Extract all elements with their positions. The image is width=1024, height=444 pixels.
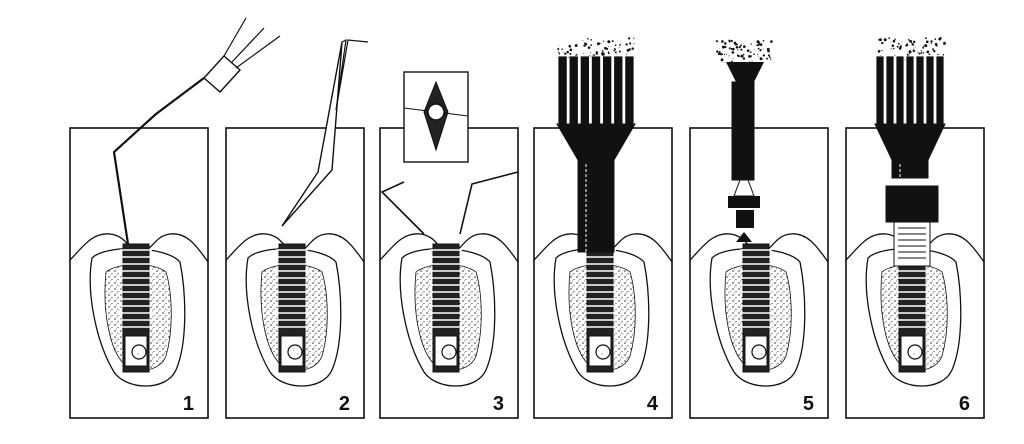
panel-number: 5: [803, 393, 814, 415]
panel-number: 4: [647, 393, 659, 415]
brush-bristle-column: [558, 56, 567, 124]
panel-5: 5: [690, 40, 828, 418]
tool-connector: [736, 210, 754, 228]
brush-bristle-column: [614, 56, 623, 124]
implant-vent-ball-fill: [445, 348, 453, 356]
tool-collar: [728, 196, 760, 208]
brush-bristle-column: [569, 56, 578, 124]
panel-6: 6: [846, 37, 984, 418]
brush-bristle-column: [916, 56, 924, 124]
probe-handle: [204, 56, 240, 92]
implant-vent-ball-fill: [911, 348, 919, 356]
healing-cap: [886, 186, 938, 222]
implant-vent-ball-fill: [135, 348, 143, 356]
brush-bristle-column: [603, 56, 612, 124]
probe-tines: [224, 18, 280, 68]
brush-bristle-column: [936, 56, 944, 124]
brush-bristle-column: [580, 56, 589, 124]
panel-number: 2: [339, 393, 350, 415]
brush-bristle-column: [896, 56, 904, 124]
implant-vent-ball-fill: [755, 348, 763, 356]
panel-3: 3: [380, 72, 518, 418]
implant-vent-ball-fill: [599, 348, 607, 356]
panel-4: 4: [534, 37, 672, 418]
brush-bristle-column: [625, 56, 634, 124]
panel-number: 3: [493, 393, 504, 415]
detail-inset-ball: [428, 104, 444, 120]
spray-texture: [716, 40, 773, 63]
abutment: [894, 222, 930, 266]
panel-2: 2: [226, 40, 368, 418]
panel-number: 1: [183, 393, 194, 415]
brush-bristle-column: [876, 56, 884, 124]
tool-shaft: [732, 82, 754, 180]
brush-bristle-column: [926, 56, 934, 124]
brush-shaft: [578, 160, 614, 252]
brush-bristle-column: [886, 56, 894, 124]
brush-bristle-column: [591, 56, 600, 124]
brush-shaft: [892, 160, 928, 178]
tool-head: [726, 62, 764, 82]
implant-vent-ball-fill: [291, 348, 299, 356]
brush-bristle-column: [906, 56, 914, 124]
panel-number: 6: [959, 393, 970, 415]
